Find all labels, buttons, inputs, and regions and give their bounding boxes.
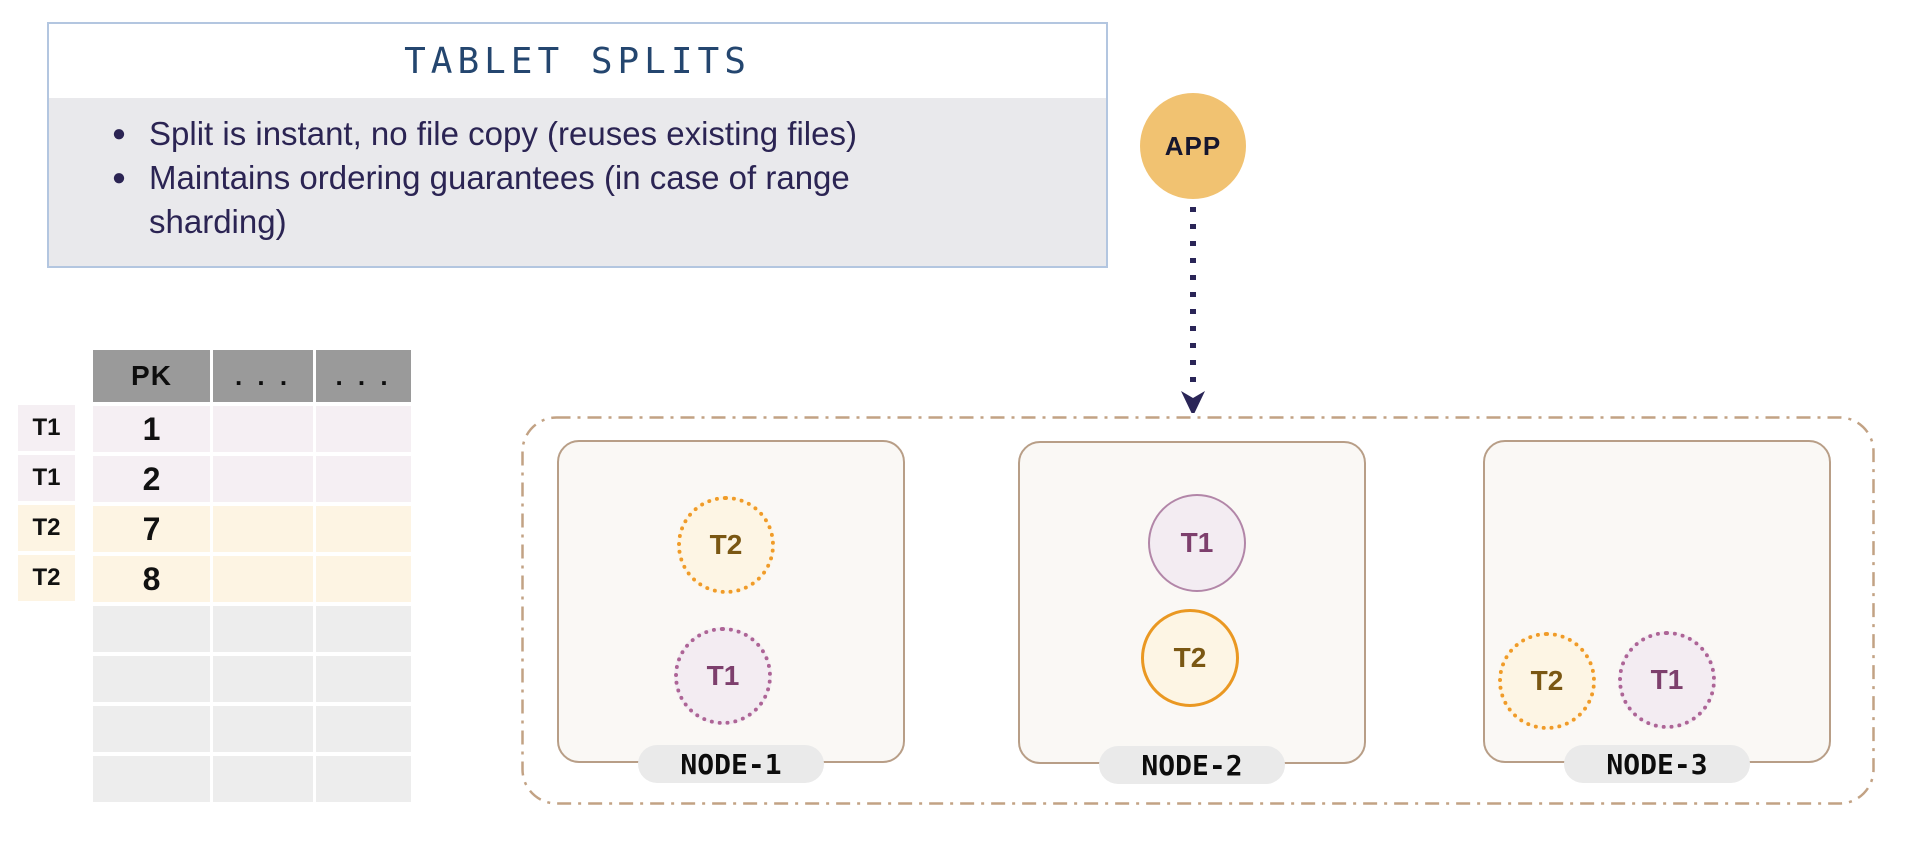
tablet-circle-t1-dotted: T1 [1618,631,1716,729]
table-cell [316,406,411,452]
table-header-pk: PK [93,350,210,402]
tablet-circle-t2-solid: T2 [1141,609,1239,707]
table-cell-pk: 7 [93,506,210,552]
app-arrow-line [1190,207,1196,389]
tablet-label-column: T1 T1 T2 T2 [18,405,75,601]
table-cell [316,456,411,502]
info-box-title: TABLET SPLITS [49,24,1106,98]
bullet-marker-icon: ● [111,120,127,147]
tablet-label: T2 [1173,642,1207,673]
table-cell-pk: 1 [93,406,210,452]
table-cell [316,506,411,552]
tablet-label: T2 [709,529,743,560]
table-cell-empty [93,656,210,702]
table-cell [213,506,313,552]
bullet-text: Split is instant, no file copy (reuses e… [149,112,857,156]
table-cell-empty [93,706,210,752]
node-label-pill: NODE-2 [1099,746,1285,784]
app-node: APP [1140,93,1246,199]
table-cell-empty [213,706,313,752]
table-cell-empty [213,656,313,702]
row-tablet-label: T1 [18,455,75,501]
tablet-circle-t1-dotted: T1 [674,627,772,725]
bullet-line: sharding) [149,203,287,240]
bullet-item: ● Split is instant, no file copy (reuses… [89,112,1086,156]
bullet-text: Maintains ordering guarantees (in case o… [149,156,850,244]
table-cell-empty [316,706,411,752]
table-cell-empty [213,606,313,652]
cluster-container: T2 T1 NODE-1 T1 T2 NODE-2 T2 T1 NODE-3 [521,416,1875,805]
table-cell-pk: 8 [93,556,210,602]
node-box-1: T2 T1 NODE-1 [557,440,905,783]
table-cell [213,406,313,452]
tablet-label: T1 [706,660,740,691]
tablet-circle-t2-dotted: T2 [1498,632,1596,730]
bullet-line: Maintains ordering guarantees (in case o… [149,159,850,196]
node-box-3: T2 T1 NODE-3 [1483,440,1831,783]
info-box-body: ● Split is instant, no file copy (reuses… [49,98,1106,266]
tablet-label: T1 [1650,664,1684,695]
table-cell-empty [93,606,210,652]
bullet-line: Split is instant, no file copy (reuses e… [149,115,857,152]
app-label: APP [1164,130,1222,161]
table-cell-empty [316,656,411,702]
table-cell-empty [316,756,411,802]
table-cell [213,456,313,502]
bullet-marker-icon: ● [111,164,127,191]
table-cell [213,556,313,602]
table-cell [316,556,411,602]
row-tablet-label: T2 [18,555,75,601]
table-cell-empty [93,756,210,802]
row-tablet-label: T1 [18,405,75,451]
tablet-circle-t1-solid: T1 [1148,494,1246,592]
info-box: TABLET SPLITS ● Split is instant, no fil… [47,22,1108,268]
node-label-pill: NODE-3 [1564,745,1750,783]
row-tablet-label: T2 [18,505,75,551]
table-cell-empty [213,756,313,802]
table-header-ellipsis: . . . [316,350,411,402]
table-cell-pk: 2 [93,456,210,502]
cluster-dashed-border [521,416,1875,805]
tablet-label: T1 [1180,527,1214,558]
pk-table: PK . . . . . . 1 2 7 8 [93,350,411,802]
table-cell-empty [316,606,411,652]
arrow-down-icon [1181,391,1205,413]
node-label-pill: NODE-1 [638,745,824,783]
tablet-label: T2 [1530,665,1564,696]
table-header-ellipsis: . . . [213,350,313,402]
bullet-item: ● Maintains ordering guarantees (in case… [89,156,1086,244]
node-box-2: T1 T2 NODE-2 [1018,441,1366,784]
tablet-circle-t2-dotted: T2 [677,496,775,594]
